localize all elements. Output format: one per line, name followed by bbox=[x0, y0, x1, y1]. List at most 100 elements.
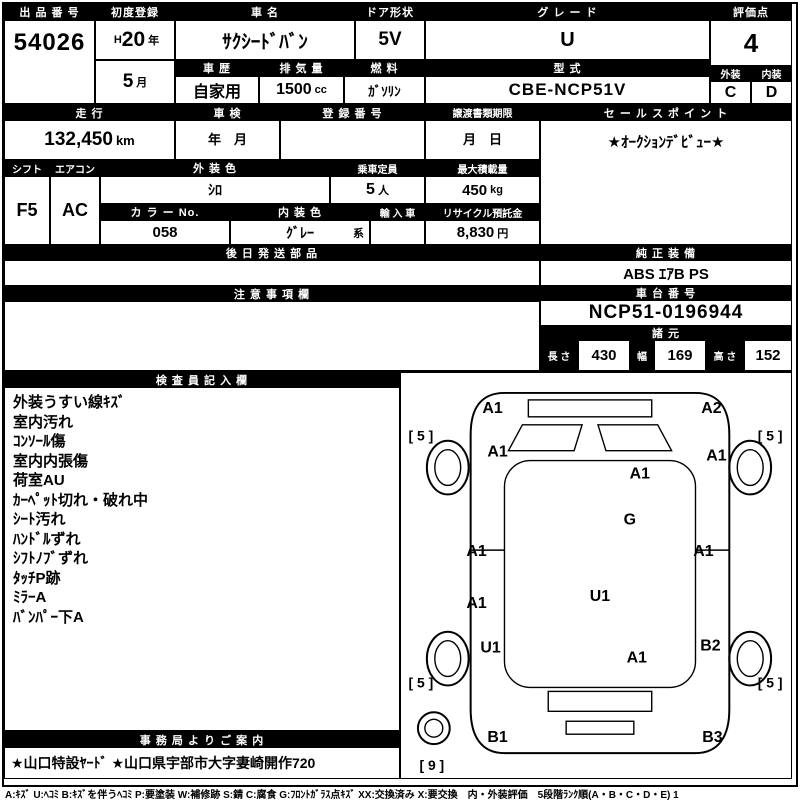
interior-grade-value: D bbox=[751, 81, 792, 104]
inspector-line: ｼﾌﾄﾉﾌﾞずれ bbox=[13, 550, 89, 567]
model-code-header: 型 式 bbox=[425, 60, 710, 76]
length-value: 430 bbox=[578, 340, 630, 371]
inspector-line: ﾐﾗｰA bbox=[13, 589, 47, 606]
fuel-value: ｶﾞｿﾘﾝ bbox=[344, 76, 425, 104]
later-parts-value bbox=[4, 260, 540, 286]
year-unit: 年 bbox=[148, 35, 160, 47]
rear-window bbox=[547, 690, 653, 713]
car-top-view: A1 A2 A1 A1 A1 G A1 A1 A1 U1 U1 A1 B2 B1… bbox=[409, 391, 782, 773]
inspector-line: ﾀｯﾁP跡 bbox=[13, 569, 61, 587]
sales-point-value: ★ｵｰｸｼｮﾝﾃﾞﾋﾞｭｰ★ bbox=[540, 120, 792, 245]
interior-color-name: ｸﾞﾚｰ bbox=[286, 224, 314, 241]
damage-marker: A1 bbox=[630, 466, 650, 483]
month-value: 5 bbox=[122, 71, 134, 92]
color-number-header: カ ラ ー No. bbox=[100, 204, 230, 220]
spec-header: 諸 元 bbox=[540, 326, 792, 340]
inspector-line: ｶｰﾍﾟｯﾄ切れ・破れ中 bbox=[13, 491, 149, 509]
inspector-line: ｼｰﾄ汚れ bbox=[13, 511, 66, 528]
damage-marker: A2 bbox=[701, 400, 721, 417]
wheel-rear-left bbox=[425, 630, 470, 687]
wheel-rear-right-inner bbox=[736, 639, 764, 678]
import-header: 輸 入 車 bbox=[370, 204, 425, 220]
wheel-front-right-inner bbox=[736, 448, 764, 487]
damage-marker: B2 bbox=[700, 638, 720, 655]
car-body-outline bbox=[469, 391, 731, 755]
windshield-left bbox=[507, 424, 584, 452]
score-header: 評価点 bbox=[710, 4, 792, 20]
interior-color-suffix: 系 bbox=[353, 227, 364, 240]
transfer-deadline-header: 譲渡書類期限 bbox=[425, 104, 540, 120]
exterior-grade-header: 外装 bbox=[710, 66, 751, 81]
damage-marker: A1 bbox=[706, 448, 726, 465]
era-letter: H bbox=[113, 34, 122, 46]
wheel-front-right bbox=[728, 439, 773, 496]
grade-value: U bbox=[425, 20, 710, 60]
car-history-value: 自家用 bbox=[175, 76, 259, 104]
damage-marker: A1 bbox=[693, 543, 713, 560]
max-load-unit: kg bbox=[490, 184, 503, 196]
wheel-rear-left-inner bbox=[434, 639, 462, 678]
fuel-header: 燃 料 bbox=[344, 60, 425, 76]
mileage-header: 走 行 bbox=[4, 104, 175, 120]
wheel-front-left bbox=[425, 439, 470, 496]
score-value: 4 bbox=[710, 20, 792, 66]
recycle-deposit-header: リサイクル預託金 bbox=[425, 204, 540, 220]
car-history-header: 車 歴 bbox=[175, 60, 259, 76]
width-value: 169 bbox=[654, 340, 706, 371]
inspector-notes-area: 外装うすい線ｷｽﾞ 室内汚れ ｺﾝｿｰﾙ傷 室内内張傷 荷室AU ｶｰﾍﾟｯﾄ切… bbox=[4, 387, 400, 731]
inspector-line: 室内内張傷 bbox=[13, 452, 89, 470]
interior-grade-header: 内装 bbox=[751, 66, 792, 81]
car-damage-diagram: A1 A2 A1 A1 A1 G A1 A1 A1 U1 U1 A1 B2 B1… bbox=[400, 371, 792, 779]
chassis-number-value: NCP51-0196944 bbox=[540, 300, 792, 326]
sales-point-header: セ ー ル ス ポ イ ン ト bbox=[540, 104, 792, 120]
length-label: 長 さ bbox=[540, 340, 578, 371]
rear-plate bbox=[565, 720, 635, 735]
aircon-value: AC bbox=[50, 176, 100, 245]
exterior-grade-value: C bbox=[710, 81, 751, 104]
lot-number-header: 出 品 番 号 bbox=[4, 4, 95, 20]
inspector-notes-header: 検 査 員 記 入 欄 bbox=[4, 371, 400, 387]
recycle-deposit-unit: 円 bbox=[497, 227, 509, 240]
cabin-outline bbox=[503, 459, 697, 689]
width-label: 幅 bbox=[630, 340, 654, 371]
damage-marker: A1 bbox=[627, 650, 647, 667]
model-code-value: CBE-NCP51V bbox=[425, 76, 710, 104]
notes-value bbox=[4, 301, 540, 371]
windshield-right bbox=[597, 424, 673, 452]
damage-marker: A1 bbox=[482, 400, 502, 417]
inspector-line: ﾊﾞﾝﾊﾟｰ下A bbox=[13, 608, 84, 626]
later-parts-header: 後 日 発 送 部 品 bbox=[4, 245, 540, 260]
equipment-value: ABS ｴｱB PS bbox=[540, 260, 792, 286]
inspection-value: 年 月 bbox=[175, 120, 280, 160]
car-name-header: 車 名 bbox=[175, 4, 355, 20]
damage-marker: U1 bbox=[590, 588, 610, 605]
capacity-header: 乗車定員 bbox=[330, 160, 425, 176]
tire-grade-label: [ 5 ] bbox=[409, 428, 434, 444]
height-value: 152 bbox=[744, 340, 792, 371]
color-number-value: 058 bbox=[100, 220, 230, 245]
exterior-color-header: 外 装 色 bbox=[100, 160, 330, 176]
max-load-header: 最大積載量 bbox=[425, 160, 540, 176]
displacement-number: 1500 bbox=[276, 81, 312, 98]
interior-color-value: ｸﾞﾚｰ 系 bbox=[230, 220, 370, 245]
spare-tire-label: [ 9 ] bbox=[419, 757, 444, 773]
chassis-number-header: 車 台 番 号 bbox=[540, 286, 792, 300]
tire-grade-label: [ 5 ] bbox=[409, 674, 434, 690]
capacity-unit: 人 bbox=[377, 185, 389, 197]
door-shape-header: ドア形状 bbox=[355, 4, 425, 20]
capacity-number: 5 bbox=[366, 181, 375, 198]
import-value bbox=[370, 220, 425, 245]
inspector-line: ﾊﾝﾄﾞﾙずれ bbox=[13, 530, 81, 548]
recycle-deposit-number: 8,830 bbox=[456, 224, 495, 241]
transfer-deadline-value: 月 日 bbox=[425, 120, 540, 160]
displacement-unit: cc bbox=[314, 84, 327, 96]
grade-header: グ レ ー ド bbox=[425, 4, 710, 20]
car-name-value: ｻｸｼｰﾄﾞﾊﾞﾝ bbox=[175, 20, 355, 60]
